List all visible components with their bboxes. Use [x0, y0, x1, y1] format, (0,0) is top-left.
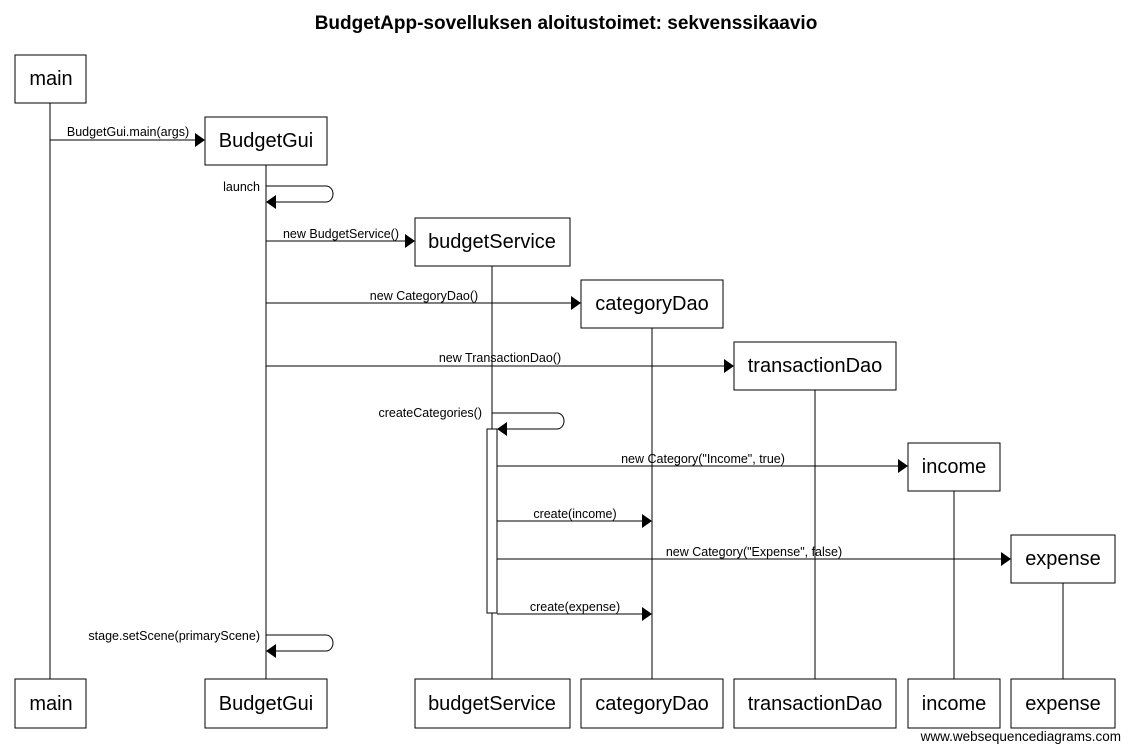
participant-budgetgui-bottom: BudgetGui	[204, 678, 328, 729]
participant-label: income	[922, 693, 986, 715]
participant-budgetservice-bottom: budgetService	[414, 678, 571, 729]
arrowhead	[571, 296, 581, 310]
message-arrow-m11	[266, 634, 334, 652]
participant-transactiondao-top: transactionDao	[733, 341, 897, 391]
participant-label: BudgetGui	[219, 130, 314, 152]
participant-main-bottom: main	[14, 678, 87, 729]
message-label-m3: new BudgetService()	[283, 227, 399, 241]
arrowhead	[1001, 552, 1011, 566]
arrowhead	[405, 234, 415, 248]
participant-box	[1010, 678, 1116, 729]
arrowhead	[497, 422, 507, 436]
participant-box	[414, 217, 571, 267]
message-label-m2: launch	[223, 180, 260, 194]
participant-label: income	[922, 456, 986, 478]
participant-label: main	[29, 68, 72, 90]
participant-label: budgetService	[428, 231, 556, 253]
message-arrow-m2	[266, 185, 334, 203]
diagram-title: BudgetApp-sovelluksen aloitustoimet: sek…	[315, 13, 818, 34]
arrowhead	[724, 359, 734, 373]
message-label-m6: createCategories()	[378, 406, 482, 420]
participant-box	[414, 678, 571, 729]
participant-label: categoryDao	[595, 293, 708, 315]
participant-income-top: income	[907, 442, 1001, 492]
participant-box	[907, 442, 1001, 492]
participant-budgetservice-top: budgetService	[414, 217, 571, 267]
participant-label: main	[29, 693, 72, 715]
participant-box	[733, 678, 897, 729]
participant-income-bottom: income	[907, 678, 1001, 729]
participant-box	[14, 54, 87, 104]
participant-transactiondao-bottom: transactionDao	[733, 678, 897, 729]
lifelines	[49, 103, 1064, 679]
message-labels: BudgetGui.main(args) launch new BudgetSe…	[67, 125, 842, 643]
activation-bar-budgetservice	[486, 428, 498, 614]
participant-main-top: main	[14, 54, 87, 104]
participant-box	[580, 279, 724, 329]
messages	[50, 133, 1011, 658]
participant-box	[14, 678, 87, 729]
arrowhead	[266, 644, 276, 658]
participant-expense-bottom: expense	[1010, 678, 1116, 729]
participant-label: transactionDao	[748, 355, 883, 377]
arrowhead	[642, 514, 652, 528]
participant-box	[733, 341, 897, 391]
message-label-m5: new TransactionDao()	[439, 351, 561, 365]
message-label-m8: create(income)	[533, 507, 616, 521]
arrowhead	[642, 607, 652, 621]
message-arrow-m6	[492, 412, 565, 430]
participant-label: BudgetGui	[219, 693, 314, 715]
participant-categorydao-top: categoryDao	[580, 279, 724, 329]
participant-label: transactionDao	[748, 693, 883, 715]
arrowhead	[898, 459, 908, 473]
arrowhead	[266, 195, 276, 209]
message-label-m1: BudgetGui.main(args)	[67, 125, 189, 139]
participant-label: categoryDao	[595, 693, 708, 715]
participant-expense-top: expense	[1010, 534, 1116, 584]
message-label-m11: stage.setScene(primaryScene)	[88, 629, 260, 643]
watermark-credit: www.websequencediagrams.com	[920, 729, 1121, 744]
message-label-m7: new Category("Income", true)	[621, 452, 785, 466]
arrowhead	[195, 133, 205, 147]
participant-box	[907, 678, 1001, 729]
participant-categorydao-bottom: categoryDao	[580, 678, 724, 729]
participant-box	[204, 678, 328, 729]
participant-label: expense	[1025, 548, 1101, 570]
participant-label: budgetService	[428, 693, 556, 715]
message-label-m10: create(expense)	[530, 600, 620, 614]
message-label-m9: new Category("Expense", false)	[666, 545, 842, 559]
participant-label: expense	[1025, 693, 1101, 715]
participant-budgetgui-top: BudgetGui	[204, 116, 328, 166]
participant-box	[580, 678, 724, 729]
message-label-m4: new CategoryDao()	[370, 289, 478, 303]
participant-box	[204, 116, 328, 166]
participant-box	[1010, 534, 1116, 584]
